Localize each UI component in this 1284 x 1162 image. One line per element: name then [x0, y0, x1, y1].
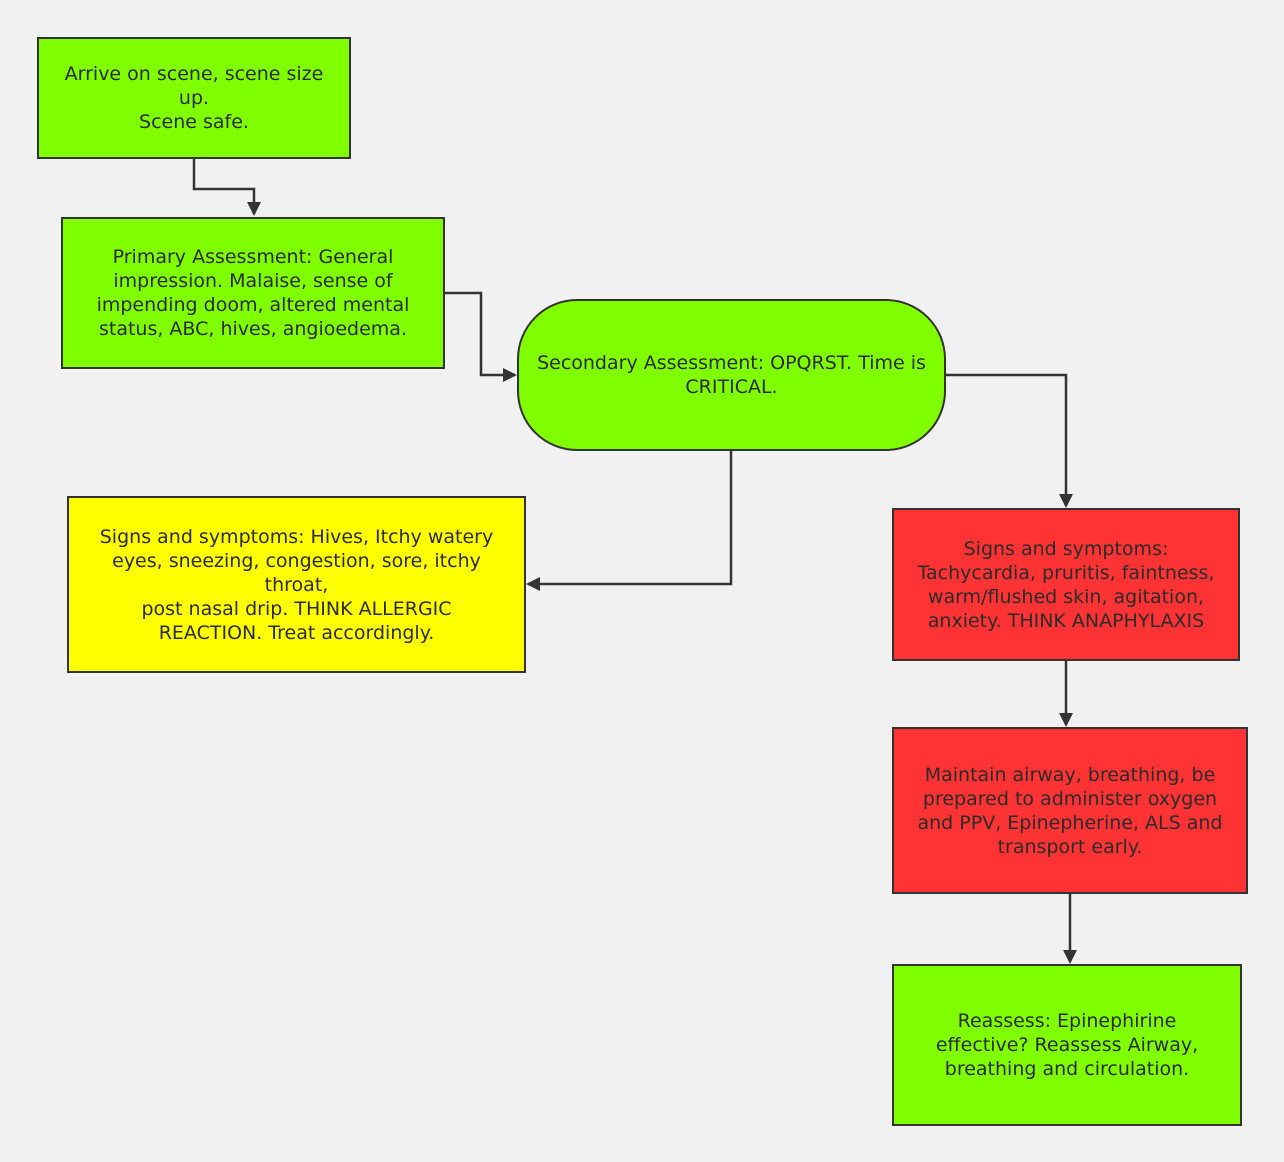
node-secondary-assessment-text: Secondary Assessment: OPQRST. Time is CR… — [537, 352, 926, 398]
node-allergic-reaction-text: Signs and symptoms: Hives, Itchy watery … — [99, 525, 494, 644]
node-primary-assessment[interactable]: Primary Assessment: General impression. … — [61, 217, 445, 369]
node-maintain-airway[interactable]: Maintain airway, breathing, be prepared … — [892, 727, 1248, 894]
node-allergic-reaction[interactable]: Signs and symptoms: Hives, Itchy watery … — [67, 496, 526, 673]
node-arrive-on-scene-text: Arrive on scene, scene size up. Scene sa… — [64, 63, 324, 133]
node-anaphylaxis-signs[interactable]: Signs and symptoms: Tachycardia, pruriti… — [892, 508, 1240, 661]
node-reassess[interactable]: Reassess: Epinephirine effective? Reasse… — [892, 964, 1242, 1126]
node-secondary-assessment[interactable]: Secondary Assessment: OPQRST. Time is CR… — [517, 299, 946, 451]
edge-primary-to-secondary — [444, 291, 517, 382]
edge-secondary-to-allergic — [526, 450, 733, 591]
node-maintain-airway-text: Maintain airway, breathing, be prepared … — [917, 763, 1223, 858]
node-primary-assessment-text: Primary Assessment: General impression. … — [96, 246, 410, 340]
node-arrive-on-scene[interactable]: Arrive on scene, scene size up. Scene sa… — [37, 37, 351, 159]
node-anaphylaxis-signs-text: Signs and symptoms: Tachycardia, pruriti… — [917, 537, 1215, 632]
edge-secondary-to-anaphylaxis — [945, 373, 1073, 508]
edge-arrive-to-primary — [192, 159, 261, 216]
node-reassess-text: Reassess: Epinephirine effective? Reasse… — [935, 1010, 1199, 1080]
